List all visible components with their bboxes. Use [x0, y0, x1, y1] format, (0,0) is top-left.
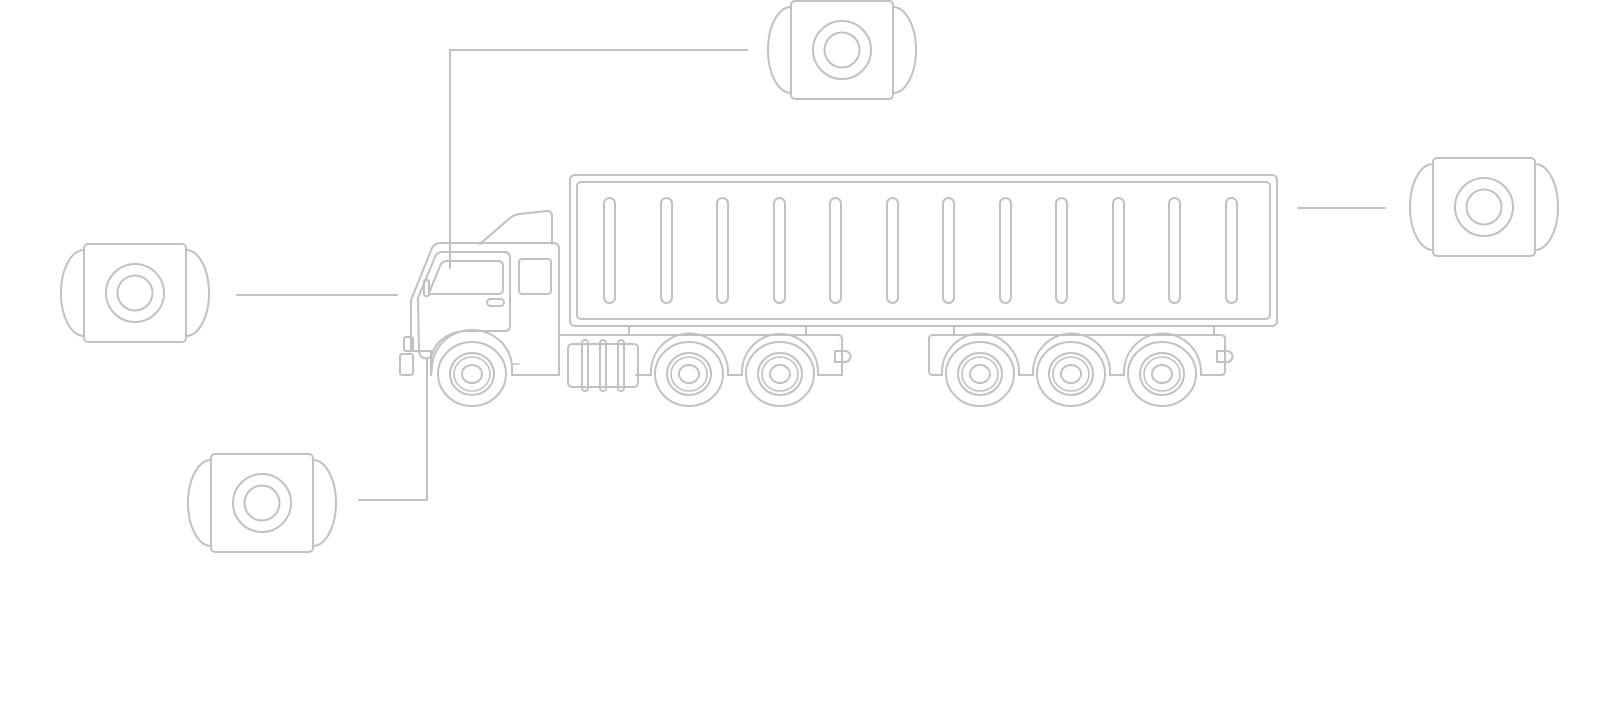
wheel-icon [437, 341, 507, 407]
truck-cab [399, 210, 560, 376]
camera-icon [1409, 157, 1559, 257]
connector-bottom [358, 357, 428, 501]
wheel-icon [1036, 341, 1106, 407]
camera-icon [60, 243, 210, 343]
truck-chassis [511, 332, 852, 392]
camera-icon [767, 0, 917, 100]
wheel-icon [1127, 341, 1197, 407]
container-ribs [603, 197, 1238, 304]
semi-truck-icon [399, 174, 1278, 407]
wheels [437, 341, 1197, 407]
trailer-chassis [928, 332, 1234, 376]
trailer-container [569, 174, 1278, 336]
camera-icon [187, 453, 337, 553]
connector-lines [236, 49, 1386, 501]
wheel-icon [654, 341, 724, 407]
connector-top [449, 49, 748, 269]
wheel-icon [745, 341, 815, 407]
wheel-icon [945, 341, 1015, 407]
